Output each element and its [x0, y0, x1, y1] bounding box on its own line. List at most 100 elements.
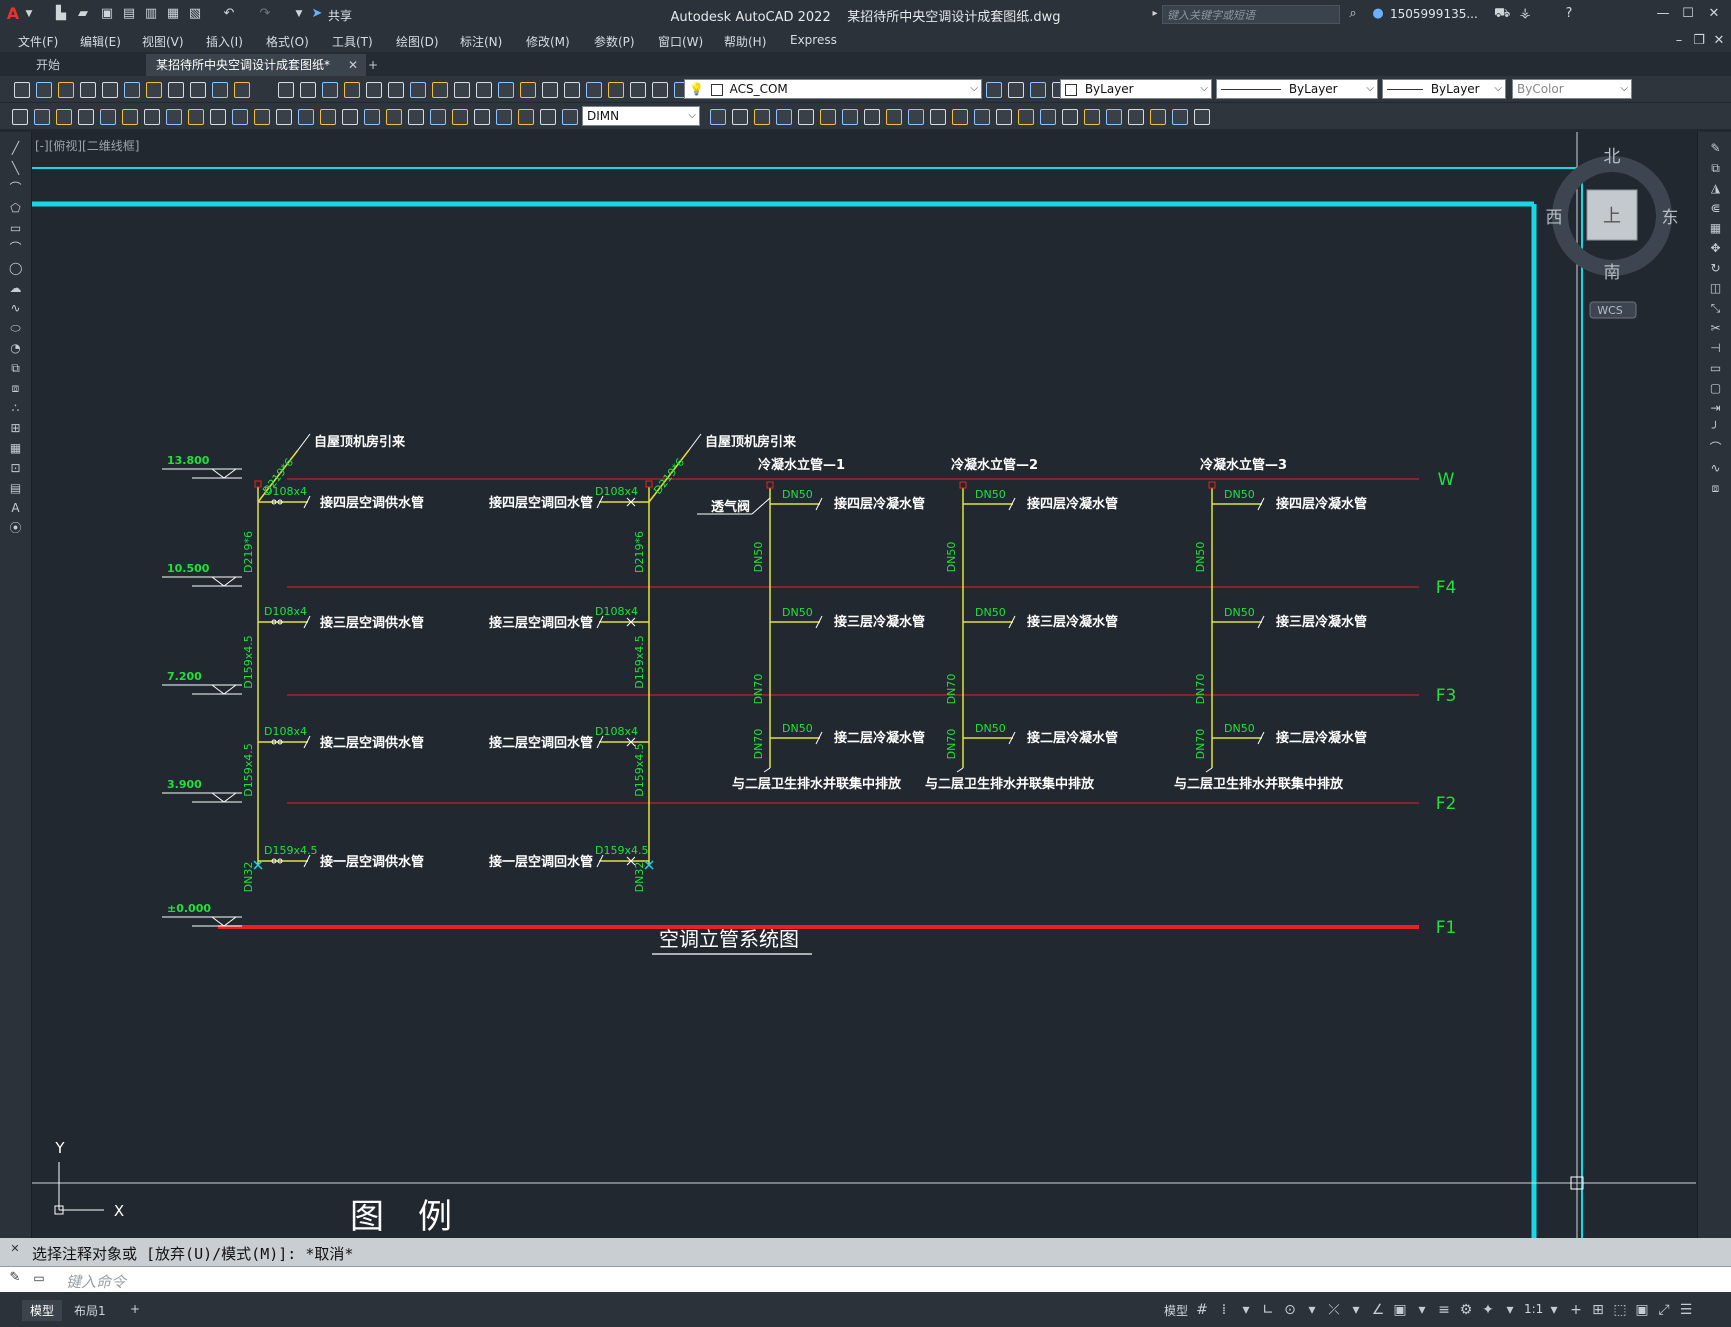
draw-tool-icon[interactable]: A	[11, 501, 20, 515]
toolbar-tool-icon[interactable]	[710, 109, 726, 125]
toolbar-tool-icon[interactable]	[864, 109, 880, 125]
viewcube-face[interactable]	[1586, 189, 1638, 241]
drawing-svg[interactable]: 上 北 南 东 西 WCS W13.800F410.500F37.200F23.…	[32, 132, 1696, 1238]
menu-format[interactable]: 格式(O)	[266, 35, 309, 49]
command-input[interactable]: 键入命令	[66, 1273, 127, 1291]
toolbar-tool-icon[interactable]	[102, 82, 118, 98]
annotation-scale[interactable]: 1:1	[1524, 1302, 1544, 1316]
modify-tool-icon[interactable]: ⌒	[1709, 441, 1722, 455]
toolbar-tool-icon[interactable]	[542, 82, 558, 98]
toolbar-tool-icon[interactable]	[190, 82, 206, 98]
toolbar-tool-icon[interactable]	[210, 109, 226, 125]
status-toggle-icon[interactable]: ⁞	[1221, 1302, 1227, 1318]
toolbar-tool-icon[interactable]	[930, 109, 946, 125]
undo-icon[interactable]: ↶	[223, 6, 235, 21]
doc-minimize-icon[interactable]: –	[1675, 33, 1683, 48]
toolbar-tool-icon[interactable]	[996, 109, 1012, 125]
toolbar-tool-icon[interactable]	[630, 82, 646, 98]
modify-tool-icon[interactable]: ✥	[1710, 241, 1721, 255]
toolbar-tool-icon[interactable]	[474, 109, 490, 125]
toolbar-tool-icon[interactable]	[34, 109, 50, 125]
toolbar-tool-icon[interactable]	[276, 109, 292, 125]
menu-view[interactable]: 视图(V)	[142, 35, 184, 49]
toolbar-tool-icon[interactable]	[1062, 109, 1078, 125]
toolbar-tool-icon[interactable]	[232, 109, 248, 125]
status-toggle-icon[interactable]: ✦	[1482, 1302, 1494, 1318]
linetype-combo[interactable]: ByLayer ⌵	[1216, 79, 1378, 99]
toolbar-tool-icon[interactable]	[298, 109, 314, 125]
toolbar-tool-icon[interactable]	[754, 109, 770, 125]
status-toggle-icon[interactable]: ▾	[1352, 1302, 1360, 1318]
draw-tool-icon[interactable]: ∴	[11, 401, 20, 415]
modify-tool-icon[interactable]: ▢	[1709, 381, 1722, 395]
toolbar-tool-icon[interactable]	[366, 82, 382, 98]
toolbar-tool-icon[interactable]	[1172, 109, 1188, 125]
help-icon[interactable]: ?	[1565, 6, 1573, 21]
toolbar-tool-icon[interactable]	[80, 82, 96, 98]
color-combo[interactable]: ByLayer ⌵	[1060, 79, 1212, 99]
toolbar-tool-icon[interactable]	[732, 109, 748, 125]
maximize-icon[interactable]: ☐	[1682, 6, 1694, 21]
customize-qat-icon[interactable]: ▼	[295, 9, 303, 19]
viewcube-south[interactable]: 南	[1604, 263, 1621, 283]
autodesk-app-icon[interactable]: ⚶	[1519, 6, 1531, 21]
toolbar-tool-icon[interactable]	[564, 82, 580, 98]
modify-tool-icon[interactable]: ▦	[1709, 221, 1722, 235]
toolbar-tool-icon[interactable]	[1106, 109, 1122, 125]
toolbar-tool-icon[interactable]	[12, 109, 28, 125]
cart-icon[interactable]: ⛟	[1494, 6, 1511, 21]
new-tab-icon[interactable]: +	[368, 58, 379, 72]
toolbar-tool-icon[interactable]	[496, 109, 512, 125]
status-toggle-icon[interactable]: ⚙	[1459, 1302, 1473, 1318]
menu-help[interactable]: 帮助(H)	[724, 35, 767, 49]
modify-tool-icon[interactable]: ✎	[1710, 141, 1721, 155]
draw-tool-icon[interactable]: ⬭	[10, 321, 21, 335]
toolbar-tool-icon[interactable]	[364, 109, 380, 125]
viewcube-ring[interactable]	[1552, 156, 1672, 276]
draw-tool-icon[interactable]: ∿	[10, 301, 21, 315]
draw-tool-icon[interactable]: ⦿	[9, 521, 22, 535]
toolbar-tool-icon[interactable]	[908, 109, 924, 125]
menu-insert[interactable]: 插入(I)	[206, 35, 243, 49]
status-toggle-icon[interactable]: ⤢	[1658, 1302, 1670, 1318]
tab-model[interactable]: 模型	[22, 1300, 63, 1321]
tab-layout1[interactable]: 布局1	[74, 1304, 106, 1318]
toolbar-tool-icon[interactable]	[278, 82, 294, 98]
wrench-icon[interactable]: ✎	[9, 1270, 21, 1285]
toolbar-tool-icon[interactable]	[432, 82, 448, 98]
plot-icon[interactable]: ▧	[188, 6, 202, 21]
modify-tool-icon[interactable]: ↻	[1710, 261, 1721, 275]
draw-tool-icon[interactable]: ⧈	[11, 381, 20, 395]
tab-start[interactable]: 开始	[36, 58, 61, 72]
viewport-controls[interactable]: [-][俯视][二维线框]	[35, 139, 140, 153]
draw-tool-icon[interactable]: ☁	[9, 281, 22, 295]
status-toggle-icon[interactable]: ≡	[1438, 1302, 1450, 1318]
toolbar-tool-icon[interactable]	[166, 109, 182, 125]
status-toggle-icon[interactable]: ▾	[1418, 1302, 1426, 1318]
plotstyle-combo[interactable]: ByColor ⌵	[1512, 79, 1632, 99]
status-toggle-icon[interactable]: ▾	[1506, 1302, 1514, 1318]
doc-restore-icon[interactable]: ❐	[1693, 33, 1705, 48]
toolbar-tool-icon[interactable]	[188, 109, 204, 125]
menu-window[interactable]: 窗口(W)	[658, 35, 704, 49]
draw-tool-icon[interactable]: ⊞	[10, 421, 21, 435]
viewcube[interactable]: 上 北 南 东 西 WCS	[1546, 147, 1679, 319]
command-line[interactable]: ✎ ▭ 键入命令	[0, 1266, 1731, 1293]
toolbar-tool-icon[interactable]	[410, 82, 426, 98]
menu-express[interactable]: Express	[790, 33, 837, 47]
modify-tool-icon[interactable]: ⤡	[1710, 301, 1721, 315]
toolbar-tool-icon[interactable]	[454, 82, 470, 98]
menu-edit[interactable]: 编辑(E)	[80, 35, 121, 49]
add-layout-icon[interactable]: +	[130, 1302, 141, 1316]
draw-tool-icon[interactable]: ▦	[9, 441, 22, 455]
toolbar-tool-icon[interactable]	[1040, 109, 1056, 125]
menu-draw[interactable]: 绘图(D)	[396, 35, 439, 49]
toolbar-tool-icon[interactable]	[974, 109, 990, 125]
draw-tool-icon[interactable]: ⧉	[11, 361, 20, 375]
menu-parametric[interactable]: 参数(P)	[594, 35, 635, 49]
viewcube-west[interactable]: 西	[1546, 208, 1563, 228]
redo-icon[interactable]: ↷	[259, 6, 271, 21]
recent-commands-icon[interactable]: ▭	[33, 1271, 45, 1285]
doc-close-icon[interactable]: ✕	[1713, 33, 1725, 48]
